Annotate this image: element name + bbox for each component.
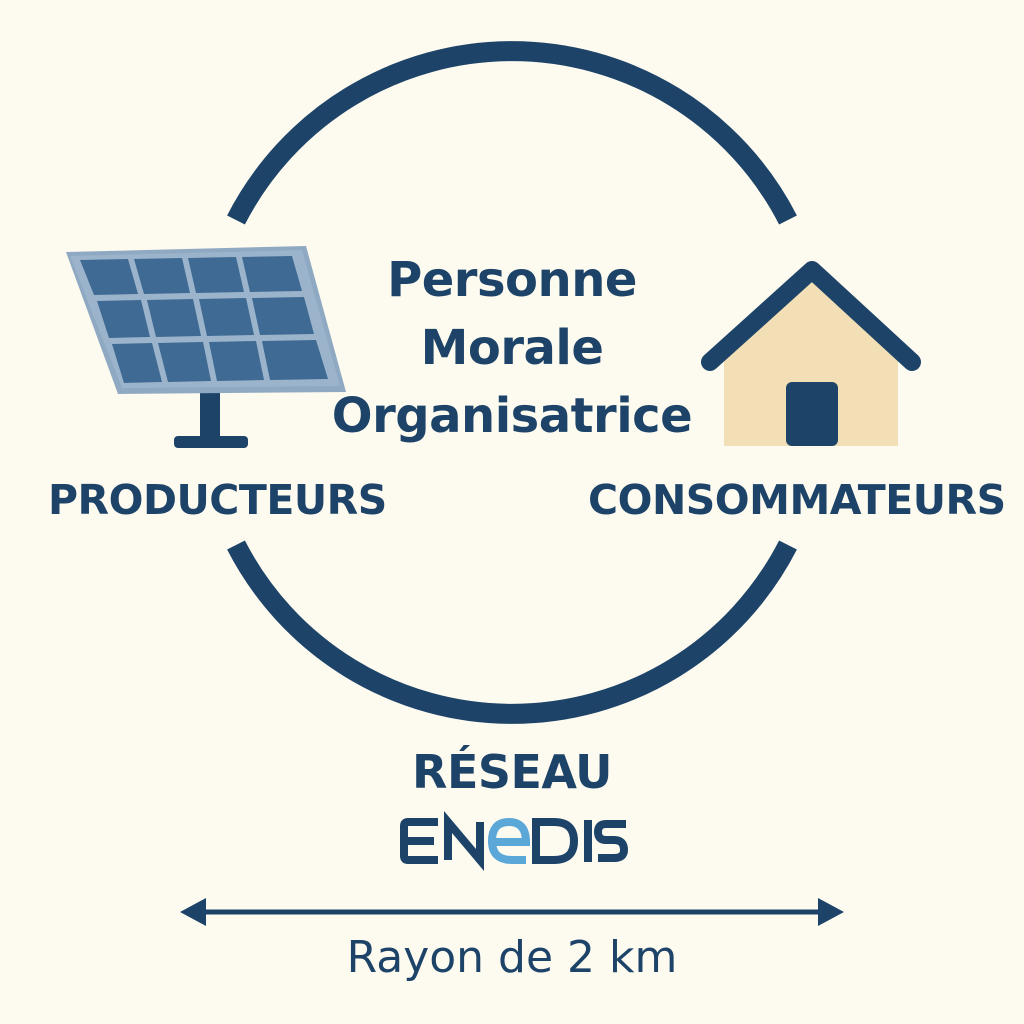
radius-arrow xyxy=(180,898,844,926)
organizer-title-line2: Morale xyxy=(420,320,604,376)
organizer-title: Personne Morale Organisatrice xyxy=(312,246,712,450)
house-icon xyxy=(701,261,921,446)
enedis-logo xyxy=(400,811,629,871)
network-title: RÉSEAU xyxy=(412,745,612,799)
solar-panel-icon xyxy=(66,246,346,448)
organizer-title-line1: Personne xyxy=(387,252,637,308)
cycle-arc-bottom xyxy=(227,540,797,724)
consumers-label: CONSOMMATEURS xyxy=(588,476,1006,524)
organizer-title-line3: Organisatrice xyxy=(331,388,693,444)
producers-label: PRODUCTEURS xyxy=(48,476,387,524)
radius-label: Rayon de 2 km xyxy=(346,932,678,983)
cycle-arc-top xyxy=(227,41,797,225)
